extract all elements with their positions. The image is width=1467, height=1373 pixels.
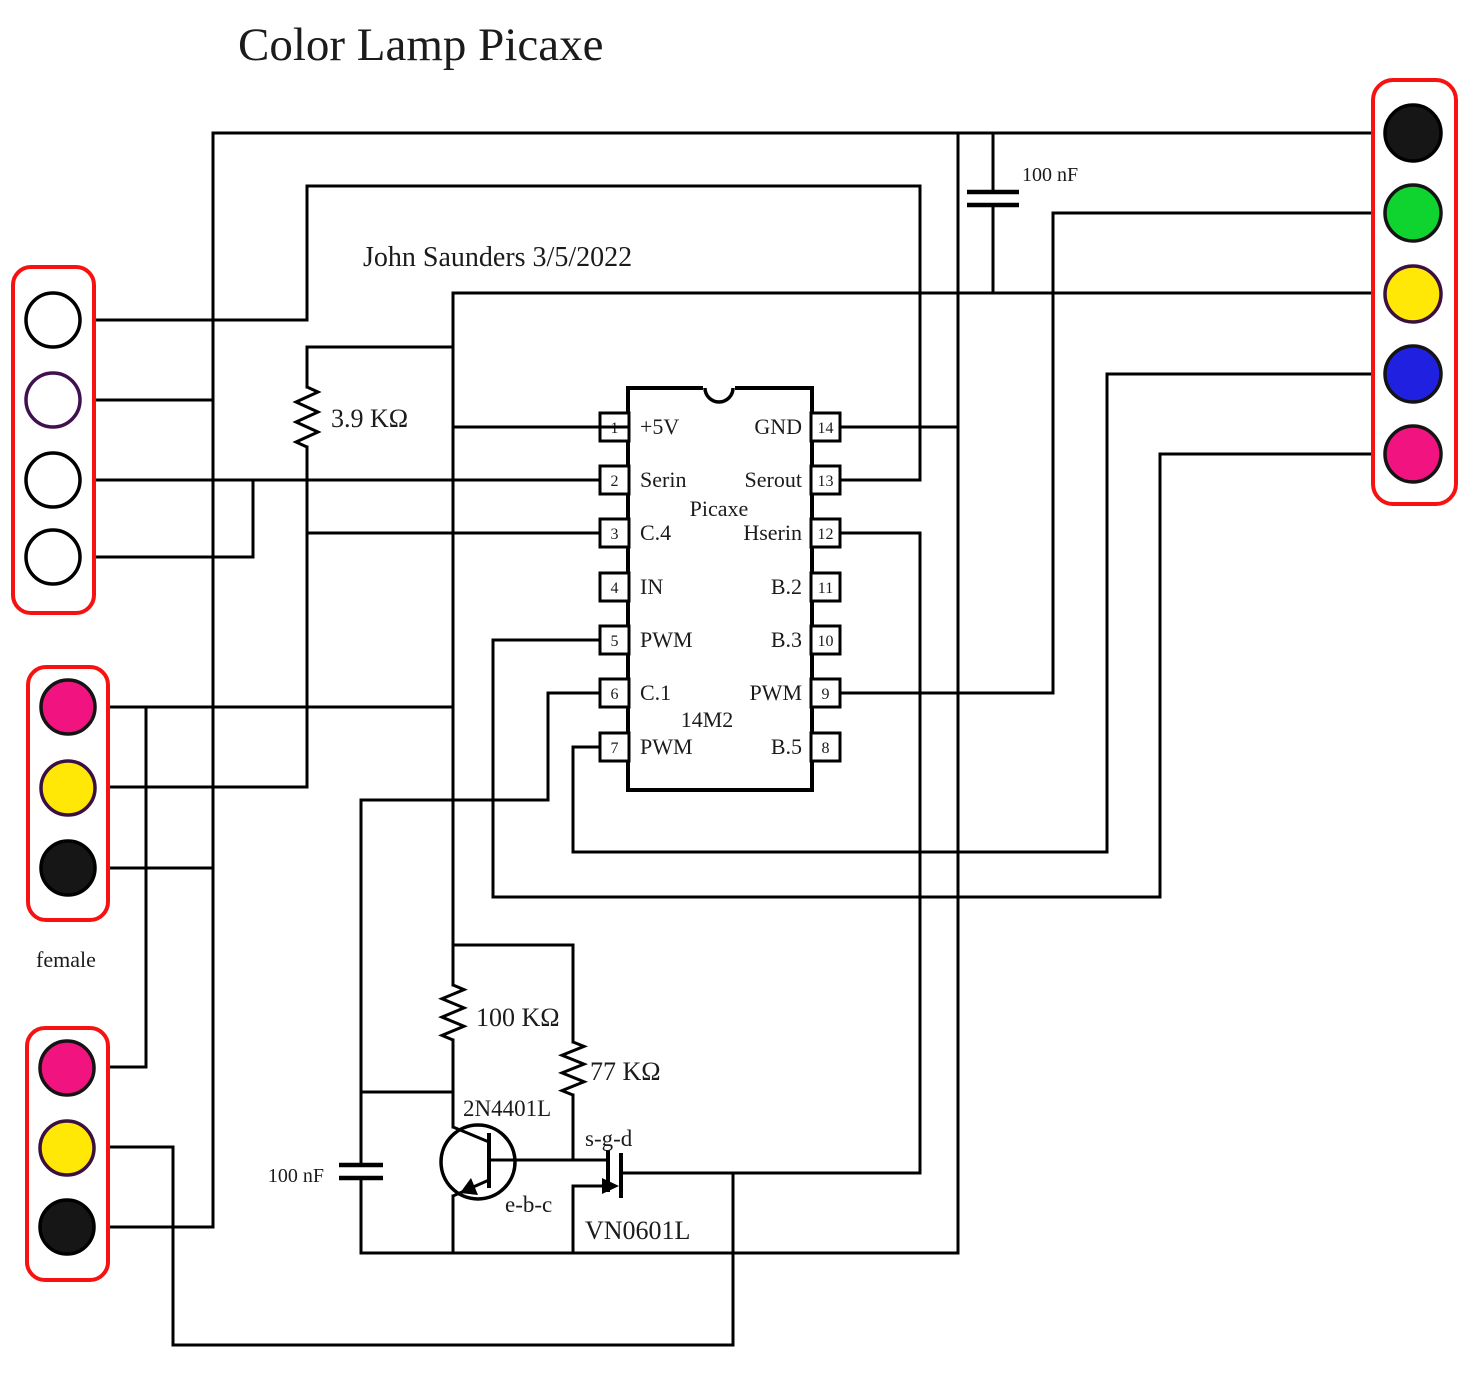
plug-top-left-pin-white-3 xyxy=(24,528,82,586)
ic-pin-6-label: C.1 xyxy=(640,680,671,705)
resistor-3.9k-label: 3.9 KΩ xyxy=(331,404,408,433)
capacitor-100nf-top-label: 100 nF xyxy=(1022,164,1078,186)
transistor-2n4401-emitter-arrow xyxy=(460,1178,478,1195)
ic-notch xyxy=(703,387,735,404)
plug-right xyxy=(1371,78,1458,506)
transistor-2n4401-label: 2N4401L xyxy=(463,1096,551,1121)
wire-white4-branch xyxy=(93,478,255,559)
plug-right-pin-pink xyxy=(1383,424,1443,484)
ic-pin-2-label: Serin xyxy=(640,467,686,492)
plug-bottom-left xyxy=(25,1026,110,1282)
wire-pin5-to-pink-right xyxy=(491,452,1387,899)
ic-pin-8-box xyxy=(809,731,842,763)
wire-ground-left-top-rail xyxy=(93,131,1388,1229)
plug-top-left-pin-white-purple xyxy=(24,371,82,429)
wire-pin7-to-blue-right xyxy=(571,372,1387,854)
ic-name-14m2: 14M2 xyxy=(681,707,734,732)
ic-pin-11-label: B.2 xyxy=(771,574,802,599)
plug-top-left-pin-white-2 xyxy=(24,451,82,509)
wire-3k9-bottom-to-yellow xyxy=(93,445,309,789)
plug-mid-left-female: female xyxy=(26,665,110,972)
ic-pin-4-box xyxy=(598,571,631,603)
ic-pin-12-number: 12 xyxy=(818,526,834,543)
ic-pin-11-box xyxy=(809,571,842,603)
ic-pin-9-label: PWM xyxy=(749,680,802,705)
plug-bottom-left-pin-pink xyxy=(38,1039,96,1097)
wire-serout-route xyxy=(78,184,922,482)
ic-pin-13-number: 13 xyxy=(818,473,834,490)
ic-name-picaxe: Picaxe xyxy=(690,496,749,521)
plug-right-pin-black xyxy=(1383,103,1443,163)
wire-ground-right-bottom-rail xyxy=(359,131,960,1255)
wire-5v-rail xyxy=(451,291,1388,987)
plug-bottom-left-pin-black xyxy=(38,1198,96,1256)
ic-pin-1-label: +5V xyxy=(640,414,679,439)
plug-right-pin-green xyxy=(1383,183,1443,243)
ic-pin-4-number: 4 xyxy=(611,580,619,597)
wire-3k9-top-to-rail xyxy=(305,345,455,389)
ic-notch-mask xyxy=(703,385,735,391)
ic-pin-12-label: Hserin xyxy=(743,520,802,545)
ic-pin-7-label: PWM xyxy=(640,734,693,759)
ic-pin-10-number: 10 xyxy=(818,633,834,650)
transistor-2n4401-circle xyxy=(439,1123,517,1201)
plug-mid-left-female-pin-yellow xyxy=(39,759,97,817)
mosfet-vn0601-label: VN0601L xyxy=(585,1216,690,1245)
ic-pin-10-box xyxy=(809,624,842,656)
ic-pin-3-label: C.4 xyxy=(640,520,671,545)
mosfet-vn0601-pins-label: s-g-d xyxy=(585,1126,633,1151)
ic-pin-4-label: IN xyxy=(640,574,663,599)
ic-pin-10-label: B.3 xyxy=(771,627,802,652)
ic-body xyxy=(626,386,814,792)
wire-pin9-to-green-right xyxy=(838,211,1387,695)
plug-mid-left-female-label: female xyxy=(36,947,96,972)
ic-pin-14-label: GND xyxy=(754,414,802,439)
transistor-2n4401-pins-label: e-b-c xyxy=(505,1192,552,1217)
ic-pin-14-number: 14 xyxy=(818,420,834,437)
wire-bottom-pink-branch xyxy=(93,705,148,1069)
resistor-100k xyxy=(438,983,468,1042)
ic-pin-9-number: 9 xyxy=(822,686,830,703)
plug-mid-left-female-pin-black xyxy=(39,839,97,897)
author-date-label: John Saunders 3/5/2022 xyxy=(363,242,632,273)
wires-group xyxy=(78,131,1388,1347)
wire-pin6-route xyxy=(359,691,602,1094)
components-group: 3.9 KΩ 100 KΩ 77 KΩ 100 nF 100 nF 2N4401L e-b-… xyxy=(268,133,1078,1253)
connectors-group: female xyxy=(11,78,1458,1282)
ic-pin-6-number: 6 xyxy=(611,686,619,703)
ic-pin-11-number: 11 xyxy=(818,580,833,597)
wire-rail-to-77k xyxy=(451,943,575,1044)
ic-pin-5-label: PWM xyxy=(640,627,693,652)
wire-drain-to-bottom-yellow xyxy=(93,1145,735,1347)
page-title: Color Lamp Picaxe xyxy=(238,19,603,71)
capacitor-100nf-bottom-label: 100 nF xyxy=(268,1165,324,1187)
ic-pin-5-number: 5 xyxy=(611,633,619,650)
plug-top-left-outline xyxy=(11,265,96,615)
ic-pin-7-number: 7 xyxy=(611,740,619,757)
plug-right-pin-blue xyxy=(1383,344,1443,404)
transistor-2n4401-collector xyxy=(452,1125,490,1144)
ic-pin-8-number: 8 xyxy=(822,740,830,757)
resistor-3.9k xyxy=(292,385,322,449)
plug-top-left-pin-white-1 xyxy=(24,291,82,349)
ic-pin-3-number: 3 xyxy=(611,526,619,543)
resistor-77k-label: 77 KΩ xyxy=(590,1057,661,1086)
ic-pin-13-label: Serout xyxy=(745,467,802,492)
plug-top-left xyxy=(11,265,96,615)
resistor-77k xyxy=(557,1040,589,1097)
ic-pin-8-label: B.5 xyxy=(771,734,802,759)
plug-right-pin-yellow xyxy=(1383,264,1443,324)
mosfet-vn0601-source-arrow xyxy=(602,1178,619,1194)
plug-mid-left-female-pin-pink xyxy=(39,678,97,736)
ic-pin-2-number: 2 xyxy=(611,473,619,490)
plug-bottom-left-pin-yellow xyxy=(38,1119,96,1177)
resistor-100k-label: 100 KΩ xyxy=(476,1003,560,1032)
